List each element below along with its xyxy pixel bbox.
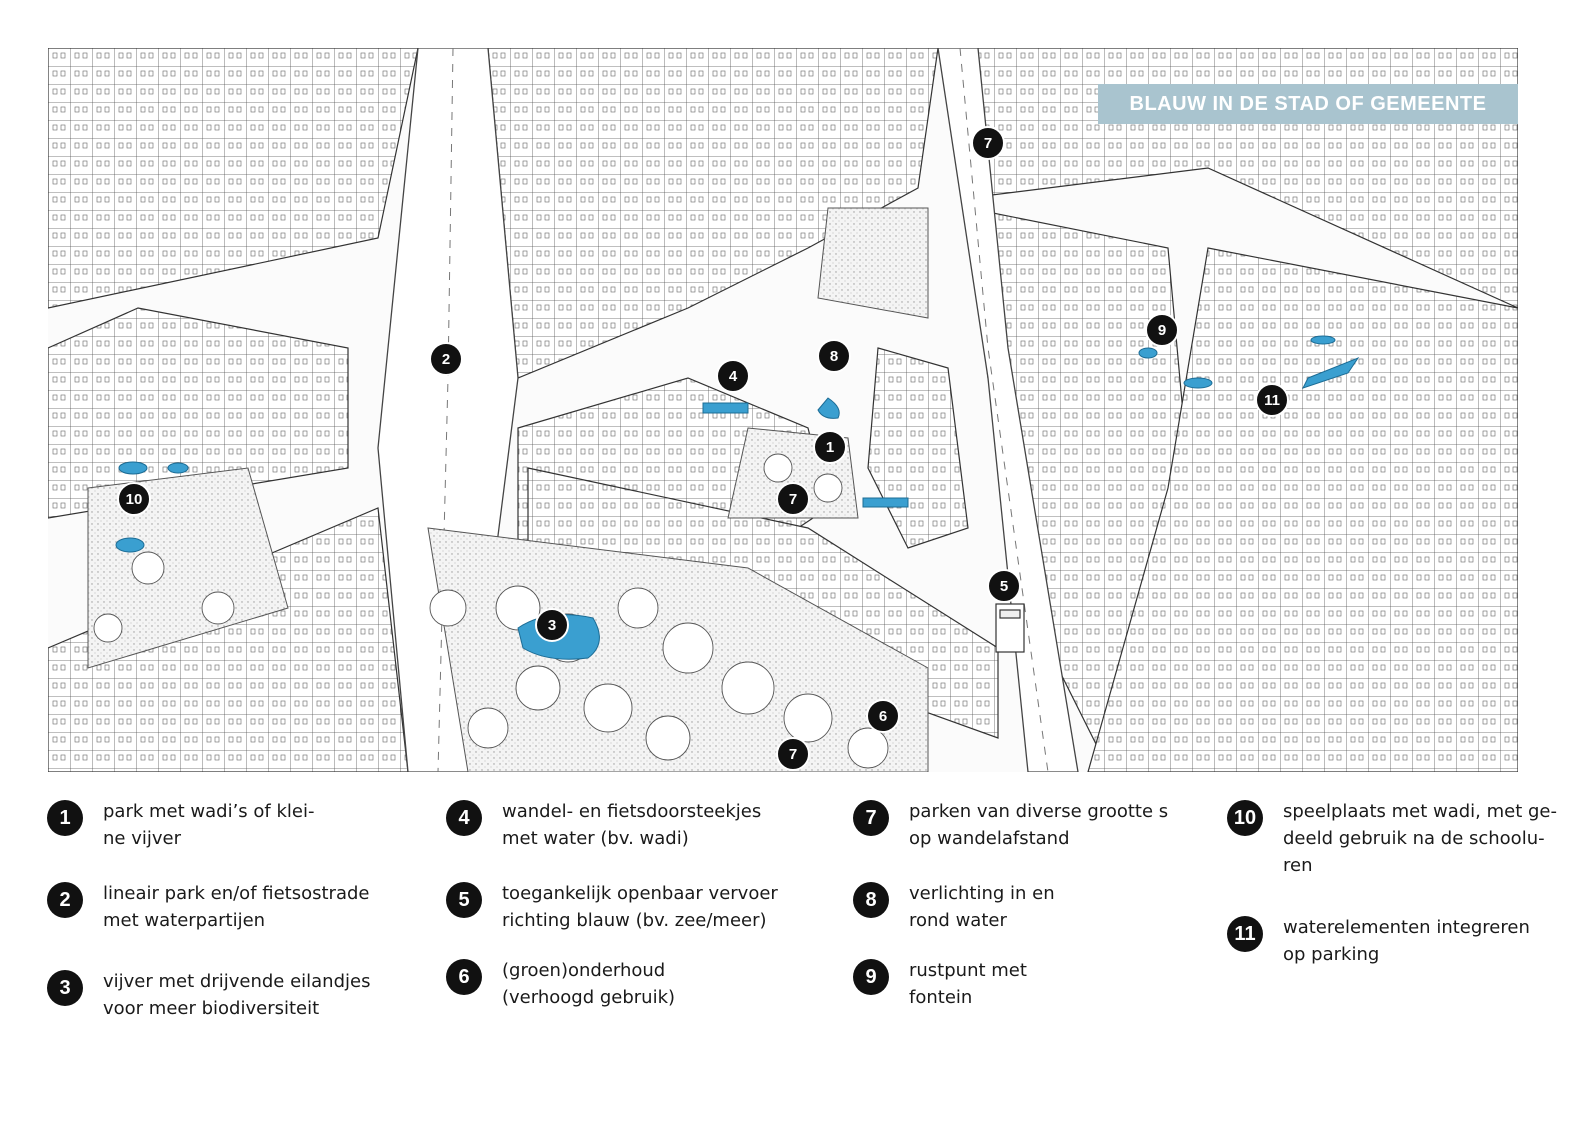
legend-text: parken van diverse grootte s op wandelaf… bbox=[909, 801, 1169, 849]
map-marker-10: 10 bbox=[117, 482, 151, 516]
legend-text: verlichting in en rond water bbox=[909, 883, 1055, 931]
legend-number-badge: 3 bbox=[47, 970, 83, 1006]
legend-number-badge: 5 bbox=[446, 882, 482, 918]
legend-item-4: 4 wandel- en fietsdoorsteekjes met water… bbox=[446, 798, 761, 852]
legend-item-3: 3 vijver met drijvende eilandjes voor me… bbox=[47, 968, 370, 1022]
map-marker-7-south: 7 bbox=[776, 737, 810, 771]
map-marker-7-center: 7 bbox=[776, 482, 810, 516]
legend-text: wandel- en fietsdoorsteekjes met water (… bbox=[502, 801, 762, 849]
map-marker-7-north: 7 bbox=[971, 126, 1005, 160]
legend-number-badge: 11 bbox=[1227, 916, 1263, 952]
legend-number-badge: 2 bbox=[47, 882, 83, 918]
map-marker-3: 3 bbox=[535, 608, 569, 642]
legend-text: (groen)onderhoud (verhoogd gebruik) bbox=[502, 960, 676, 1008]
legend-text: toegankelijk openbaar vervoer richting b… bbox=[502, 883, 778, 931]
legend-item-7: 7 parken van diverse grootte s op wandel… bbox=[853, 798, 1168, 852]
map-marker-6: 6 bbox=[866, 699, 900, 733]
map-marker-8: 8 bbox=[817, 339, 851, 373]
legend-number-badge: 10 bbox=[1227, 800, 1263, 836]
legend-number-badge: 4 bbox=[446, 800, 482, 836]
bus bbox=[995, 603, 1025, 653]
map-marker-2: 2 bbox=[429, 342, 463, 376]
legend-item-2: 2 lineair park en/of fietsostrade met wa… bbox=[47, 880, 369, 934]
legend-item-1: 1 park met wadi’s of klei- ne vijver bbox=[47, 798, 314, 852]
legend-item-5: 5 toegankelijk openbaar vervoer richting… bbox=[446, 880, 778, 934]
legend-item-6: 6 (groen)onderhoud (verhoogd gebruik) bbox=[446, 957, 675, 1011]
map-drawing bbox=[48, 48, 1518, 772]
legend-item-10: 10 speelplaats met wadi, met ge- deeld g… bbox=[1227, 798, 1557, 879]
legend-item-8: 8 verlichting in en rond water bbox=[853, 880, 1055, 934]
map-marker-5: 5 bbox=[987, 569, 1021, 603]
legend-number-badge: 7 bbox=[853, 800, 889, 836]
legend-number-badge: 8 bbox=[853, 882, 889, 918]
map-marker-11: 11 bbox=[1255, 383, 1289, 417]
legend-number-badge: 6 bbox=[446, 959, 482, 995]
legend-text: waterelementen integreren op parking bbox=[1283, 917, 1530, 965]
legend-text: park met wadi’s of klei- ne vijver bbox=[103, 801, 315, 849]
city-map-illustration: BLAUW IN DE STAD OF GEMEENTE 2 7 8 4 1 7… bbox=[48, 48, 1518, 772]
legend-text: vijver met drijvende eilandjes voor meer… bbox=[103, 971, 371, 1019]
legend-item-11: 11 waterelementen integreren op parking bbox=[1227, 914, 1530, 968]
legend-text: rustpunt met fontein bbox=[909, 960, 1027, 1008]
legend-number-badge: 9 bbox=[853, 959, 889, 995]
legend-text: speelplaats met wadi, met ge- deeld gebr… bbox=[1283, 801, 1557, 876]
legend-number-badge: 1 bbox=[47, 800, 83, 836]
map-marker-1: 1 bbox=[813, 430, 847, 464]
map-title-band: BLAUW IN DE STAD OF GEMEENTE bbox=[1098, 84, 1518, 124]
legend-text: lineair park en/of fietsostrade met wate… bbox=[103, 883, 370, 931]
map-marker-4: 4 bbox=[716, 359, 750, 393]
legend-item-9: 9 rustpunt met fontein bbox=[853, 957, 1027, 1011]
map-marker-9: 9 bbox=[1145, 313, 1179, 347]
